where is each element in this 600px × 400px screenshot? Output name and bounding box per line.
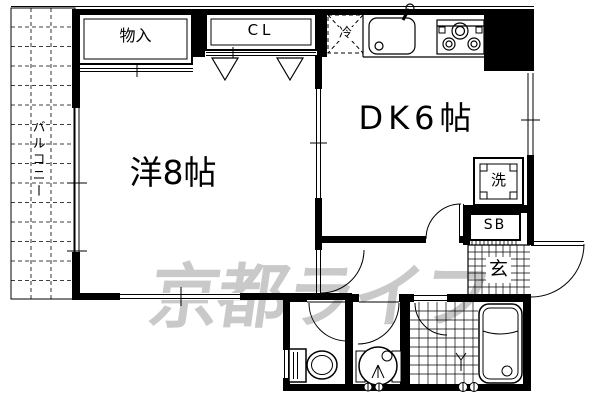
toilet-symbol bbox=[288, 348, 338, 383]
south-window bbox=[120, 287, 240, 306]
east-window bbox=[521, 73, 540, 155]
label-washing-machine: 洗 bbox=[490, 171, 508, 189]
cl-closet bbox=[205, 13, 317, 82]
bathroom-tiles bbox=[410, 302, 478, 384]
room-door bbox=[316, 249, 365, 294]
toilet-window bbox=[284, 350, 289, 378]
entrance-tiles bbox=[467, 244, 530, 295]
balcony-window bbox=[67, 108, 87, 252]
washbasin-symbol bbox=[355, 346, 402, 392]
stove-symbol bbox=[436, 19, 485, 55]
kitchen-sink bbox=[362, 3, 484, 58]
label-closet: CL bbox=[247, 21, 275, 39]
label-shoebox: SB bbox=[483, 217, 507, 233]
label-dining-kitchen: DK6帖 bbox=[358, 99, 477, 137]
toilet-door bbox=[307, 301, 348, 342]
label-refrigerator: 冷 bbox=[338, 26, 354, 41]
label-storage: 物入 bbox=[119, 26, 152, 45]
washbasin-door bbox=[357, 301, 400, 345]
bath-drain-symbol bbox=[455, 352, 479, 392]
bathtub-symbol bbox=[478, 303, 523, 384]
shoebox-symbol bbox=[469, 213, 521, 245]
label-western-room: 洋8帖 bbox=[129, 153, 217, 192]
refrigerator-symbol bbox=[327, 14, 364, 54]
walls bbox=[72, 9, 534, 391]
sliding-partition bbox=[310, 89, 327, 198]
balcony-outline bbox=[10, 6, 534, 300]
label-balcony: バルコニー bbox=[29, 120, 45, 200]
storage-closet bbox=[78, 13, 193, 77]
entrance-door bbox=[530, 241, 585, 298]
label-entrance: 玄 bbox=[489, 258, 509, 280]
dk-door bbox=[425, 203, 464, 240]
balcony-hatch bbox=[11, 8, 75, 299]
bathroom-door bbox=[414, 295, 448, 336]
